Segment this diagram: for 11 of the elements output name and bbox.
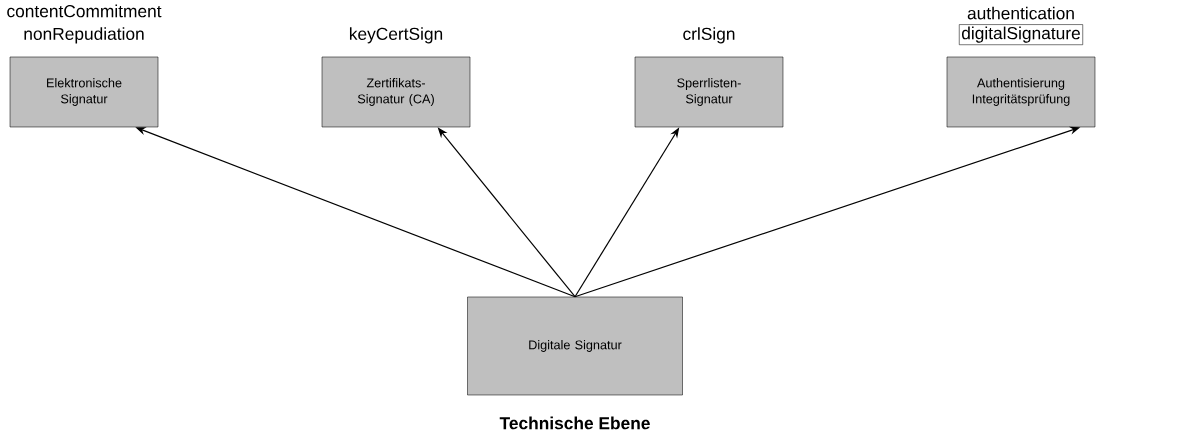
heading-label: contentCommitment nonRepudiation bbox=[7, 4, 162, 44]
process-box: Digitale Signatur bbox=[467, 296, 683, 396]
heading-label: authentication bbox=[967, 6, 1074, 20]
heading-label: crlSign bbox=[683, 27, 735, 44]
process-box: Elektronische Signatur bbox=[9, 56, 159, 128]
boxed-label: digitalSignature bbox=[959, 24, 1083, 45]
caption: Technische Ebene bbox=[499, 416, 650, 430]
process-box: Sperrlisten- Signatur bbox=[634, 56, 784, 128]
process-box: Authentisierung Integritätsprüfung bbox=[946, 56, 1096, 128]
process-box: Zertifikats- Signatur (CA) bbox=[321, 56, 471, 128]
heading-label: keyCertSign bbox=[350, 27, 443, 44]
